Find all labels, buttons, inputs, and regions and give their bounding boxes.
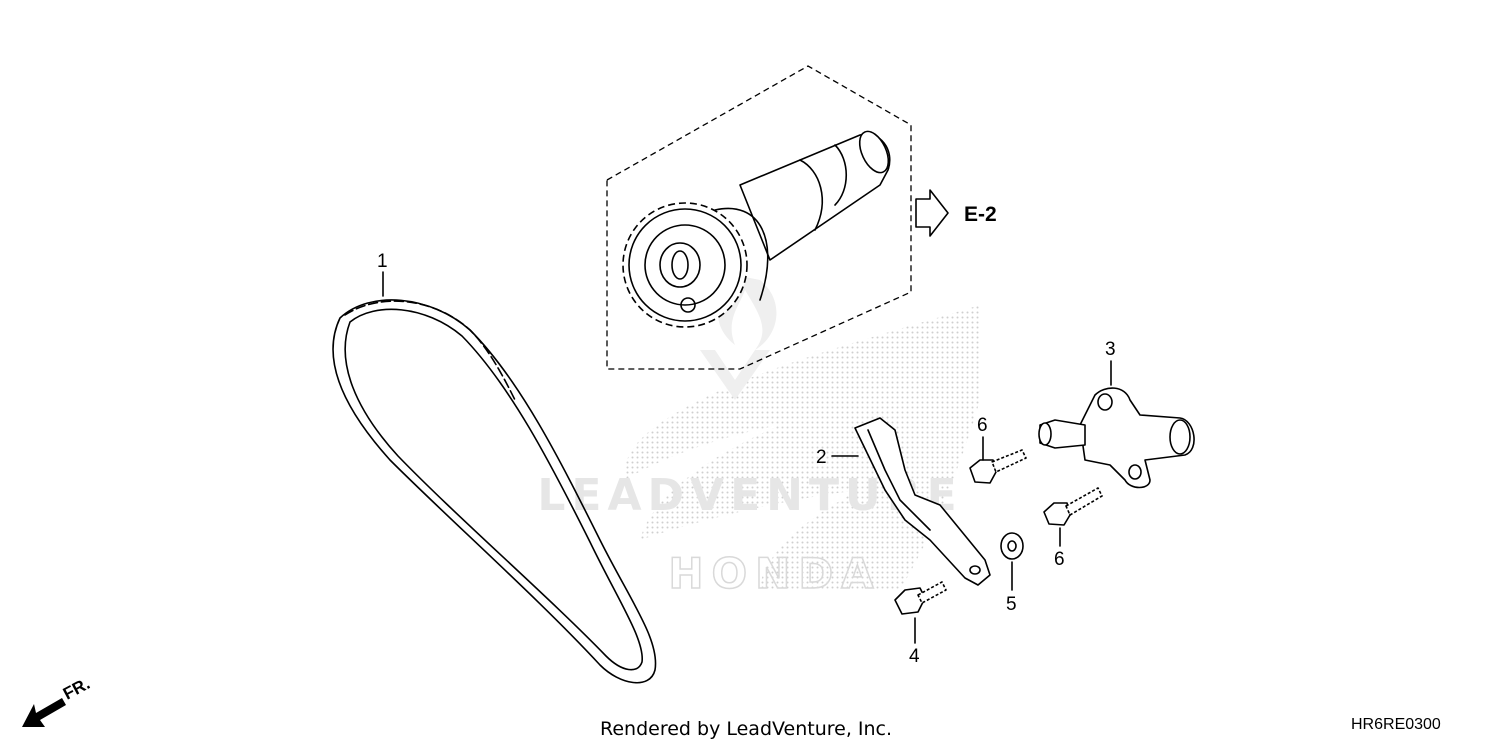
reference-arrow: E-2 [915, 189, 997, 237]
callout-part-2: 2 [816, 447, 827, 468]
washer-5: 5 [1000, 532, 1024, 615]
callout-part-5: 5 [1006, 594, 1017, 615]
tensioner-arm: 2 [816, 417, 991, 586]
cam-chain: 1 [332, 251, 657, 684]
watermark-logo: LEADVENTURE HONDA [537, 275, 980, 599]
tensioner-lifter: 3 [1038, 339, 1195, 489]
flange-bolt-6b: 6 [1043, 487, 1103, 570]
watermark-wing [624, 305, 980, 590]
callout-part-4: 4 [909, 646, 920, 667]
footer-credit: Rendered by LeadVenture, Inc. [600, 718, 893, 740]
front-arrow-icon [22, 698, 66, 727]
watermark-v [700, 350, 770, 400]
assembly-dashed-box [606, 65, 912, 370]
callout-part-6a: 6 [977, 415, 988, 436]
camshaft-assembly [606, 65, 912, 370]
flange-bolt-4: 4 [894, 581, 947, 667]
reference-label: E-2 [964, 203, 997, 226]
diagram-code: HR6RE0300 [1351, 716, 1441, 733]
callout-part-3: 3 [1105, 339, 1116, 360]
flange-bolt-6a: 6 [969, 415, 1027, 484]
cam-sprocket [622, 202, 748, 328]
front-label: FR. [60, 674, 93, 704]
hollow-arrow-icon [915, 189, 949, 237]
watermark-maker: HONDA [668, 549, 881, 598]
callout-part-6b: 6 [1054, 549, 1065, 570]
callout-part-1: 1 [377, 251, 388, 272]
front-direction-indicator: FR. [22, 674, 93, 727]
